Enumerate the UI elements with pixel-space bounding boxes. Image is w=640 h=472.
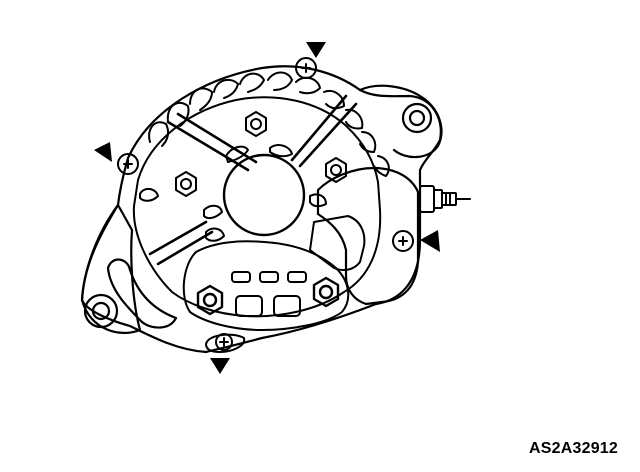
screw-head-icon <box>117 153 139 175</box>
center-hub <box>222 153 306 237</box>
nut-icon <box>325 157 347 183</box>
vent-slots <box>139 144 327 242</box>
arrowhead-pointer-icon <box>94 142 112 162</box>
nut-icon <box>175 171 197 197</box>
screw-head-icon <box>205 333 246 353</box>
left-mount-hole <box>83 293 119 329</box>
rectifier-slots <box>231 271 307 317</box>
right-mount-hole <box>401 102 433 134</box>
nut-icon <box>245 111 267 137</box>
regulator-cover <box>316 166 420 306</box>
arrowhead-pointer-icon <box>306 42 326 58</box>
arrowhead-pointer-icon <box>420 230 440 252</box>
right-mounting-ear <box>358 84 443 159</box>
rectifier-plate <box>182 240 350 331</box>
inner-frame <box>132 96 382 318</box>
connector-socket <box>309 215 366 271</box>
figure-code: AS2A32912 <box>529 440 618 457</box>
screw-head-icon <box>392 230 414 252</box>
spokes <box>148 94 358 266</box>
left-mounting-ear <box>80 203 142 334</box>
left-mount-hole-inner <box>91 301 111 321</box>
nut-icon <box>196 284 224 316</box>
cooling-fins <box>148 71 390 177</box>
arrowhead-pointer-icon <box>210 358 230 374</box>
right-mount-hole-inner <box>408 109 426 127</box>
left-ear-slot <box>106 258 178 329</box>
screw-head-icon <box>295 57 317 79</box>
b-terminal-stud <box>419 185 471 213</box>
nut-icon <box>312 276 340 308</box>
